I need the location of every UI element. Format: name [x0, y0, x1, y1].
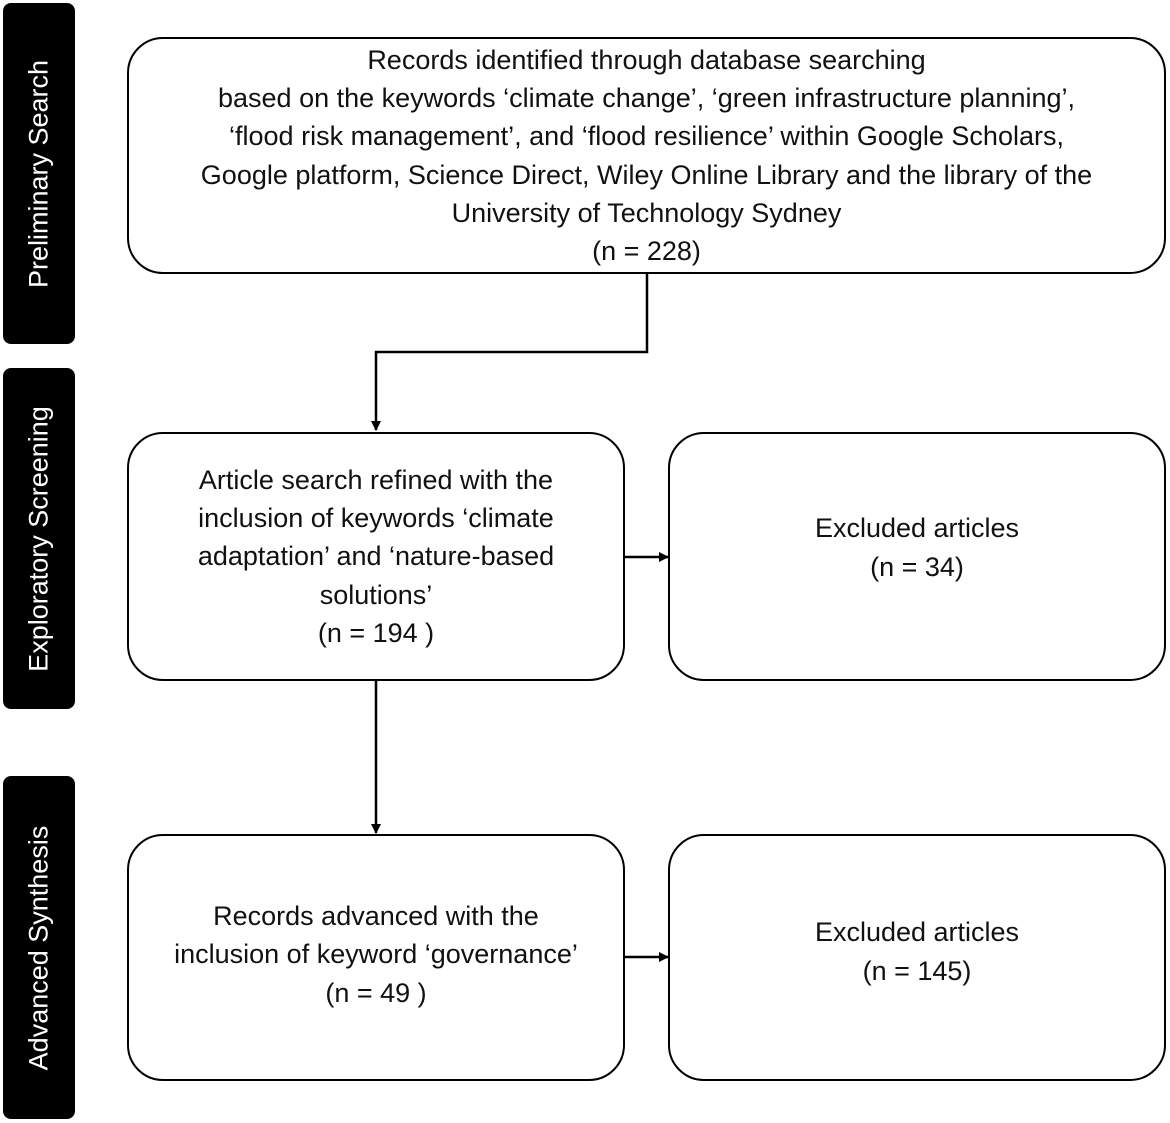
search-refined-count: (n = 194 ): [317, 617, 435, 648]
stage-tab-preliminary-search: Preliminary Search: [3, 3, 75, 344]
excluded-articles-text: Excluded articles: [814, 917, 1020, 948]
excluded-articles-box-2: Excluded articles (n = 145): [668, 834, 1166, 1081]
records-identified-box: Records identified through database sear…: [127, 37, 1166, 274]
search-refined-text: Article search refined with the inclusio…: [197, 464, 555, 610]
stage-tab-advanced-synthesis: Advanced Synthesis: [3, 776, 75, 1119]
records-advanced-text: Records advanced with the inclusion of k…: [174, 901, 578, 970]
records-advanced-count: (n = 49 ): [325, 977, 427, 1008]
excluded-articles-box-1: Excluded articles (n = 34): [668, 432, 1166, 681]
stage-tab-exploratory-screening: Exploratory Screening: [3, 368, 75, 709]
records-identified-count: (n = 228): [592, 236, 701, 267]
search-refined-box: Article search refined with the inclusio…: [127, 432, 625, 681]
excluded-articles-count: (n = 34): [870, 551, 964, 582]
excluded-articles-count: (n = 145): [862, 955, 972, 986]
records-advanced-box: Records advanced with the inclusion of k…: [127, 834, 625, 1081]
arrow-preliminary-to-refined: [371, 273, 649, 431]
records-identified-text: Records identified through database sear…: [200, 44, 1093, 228]
excluded-articles-text: Excluded articles: [814, 513, 1020, 544]
